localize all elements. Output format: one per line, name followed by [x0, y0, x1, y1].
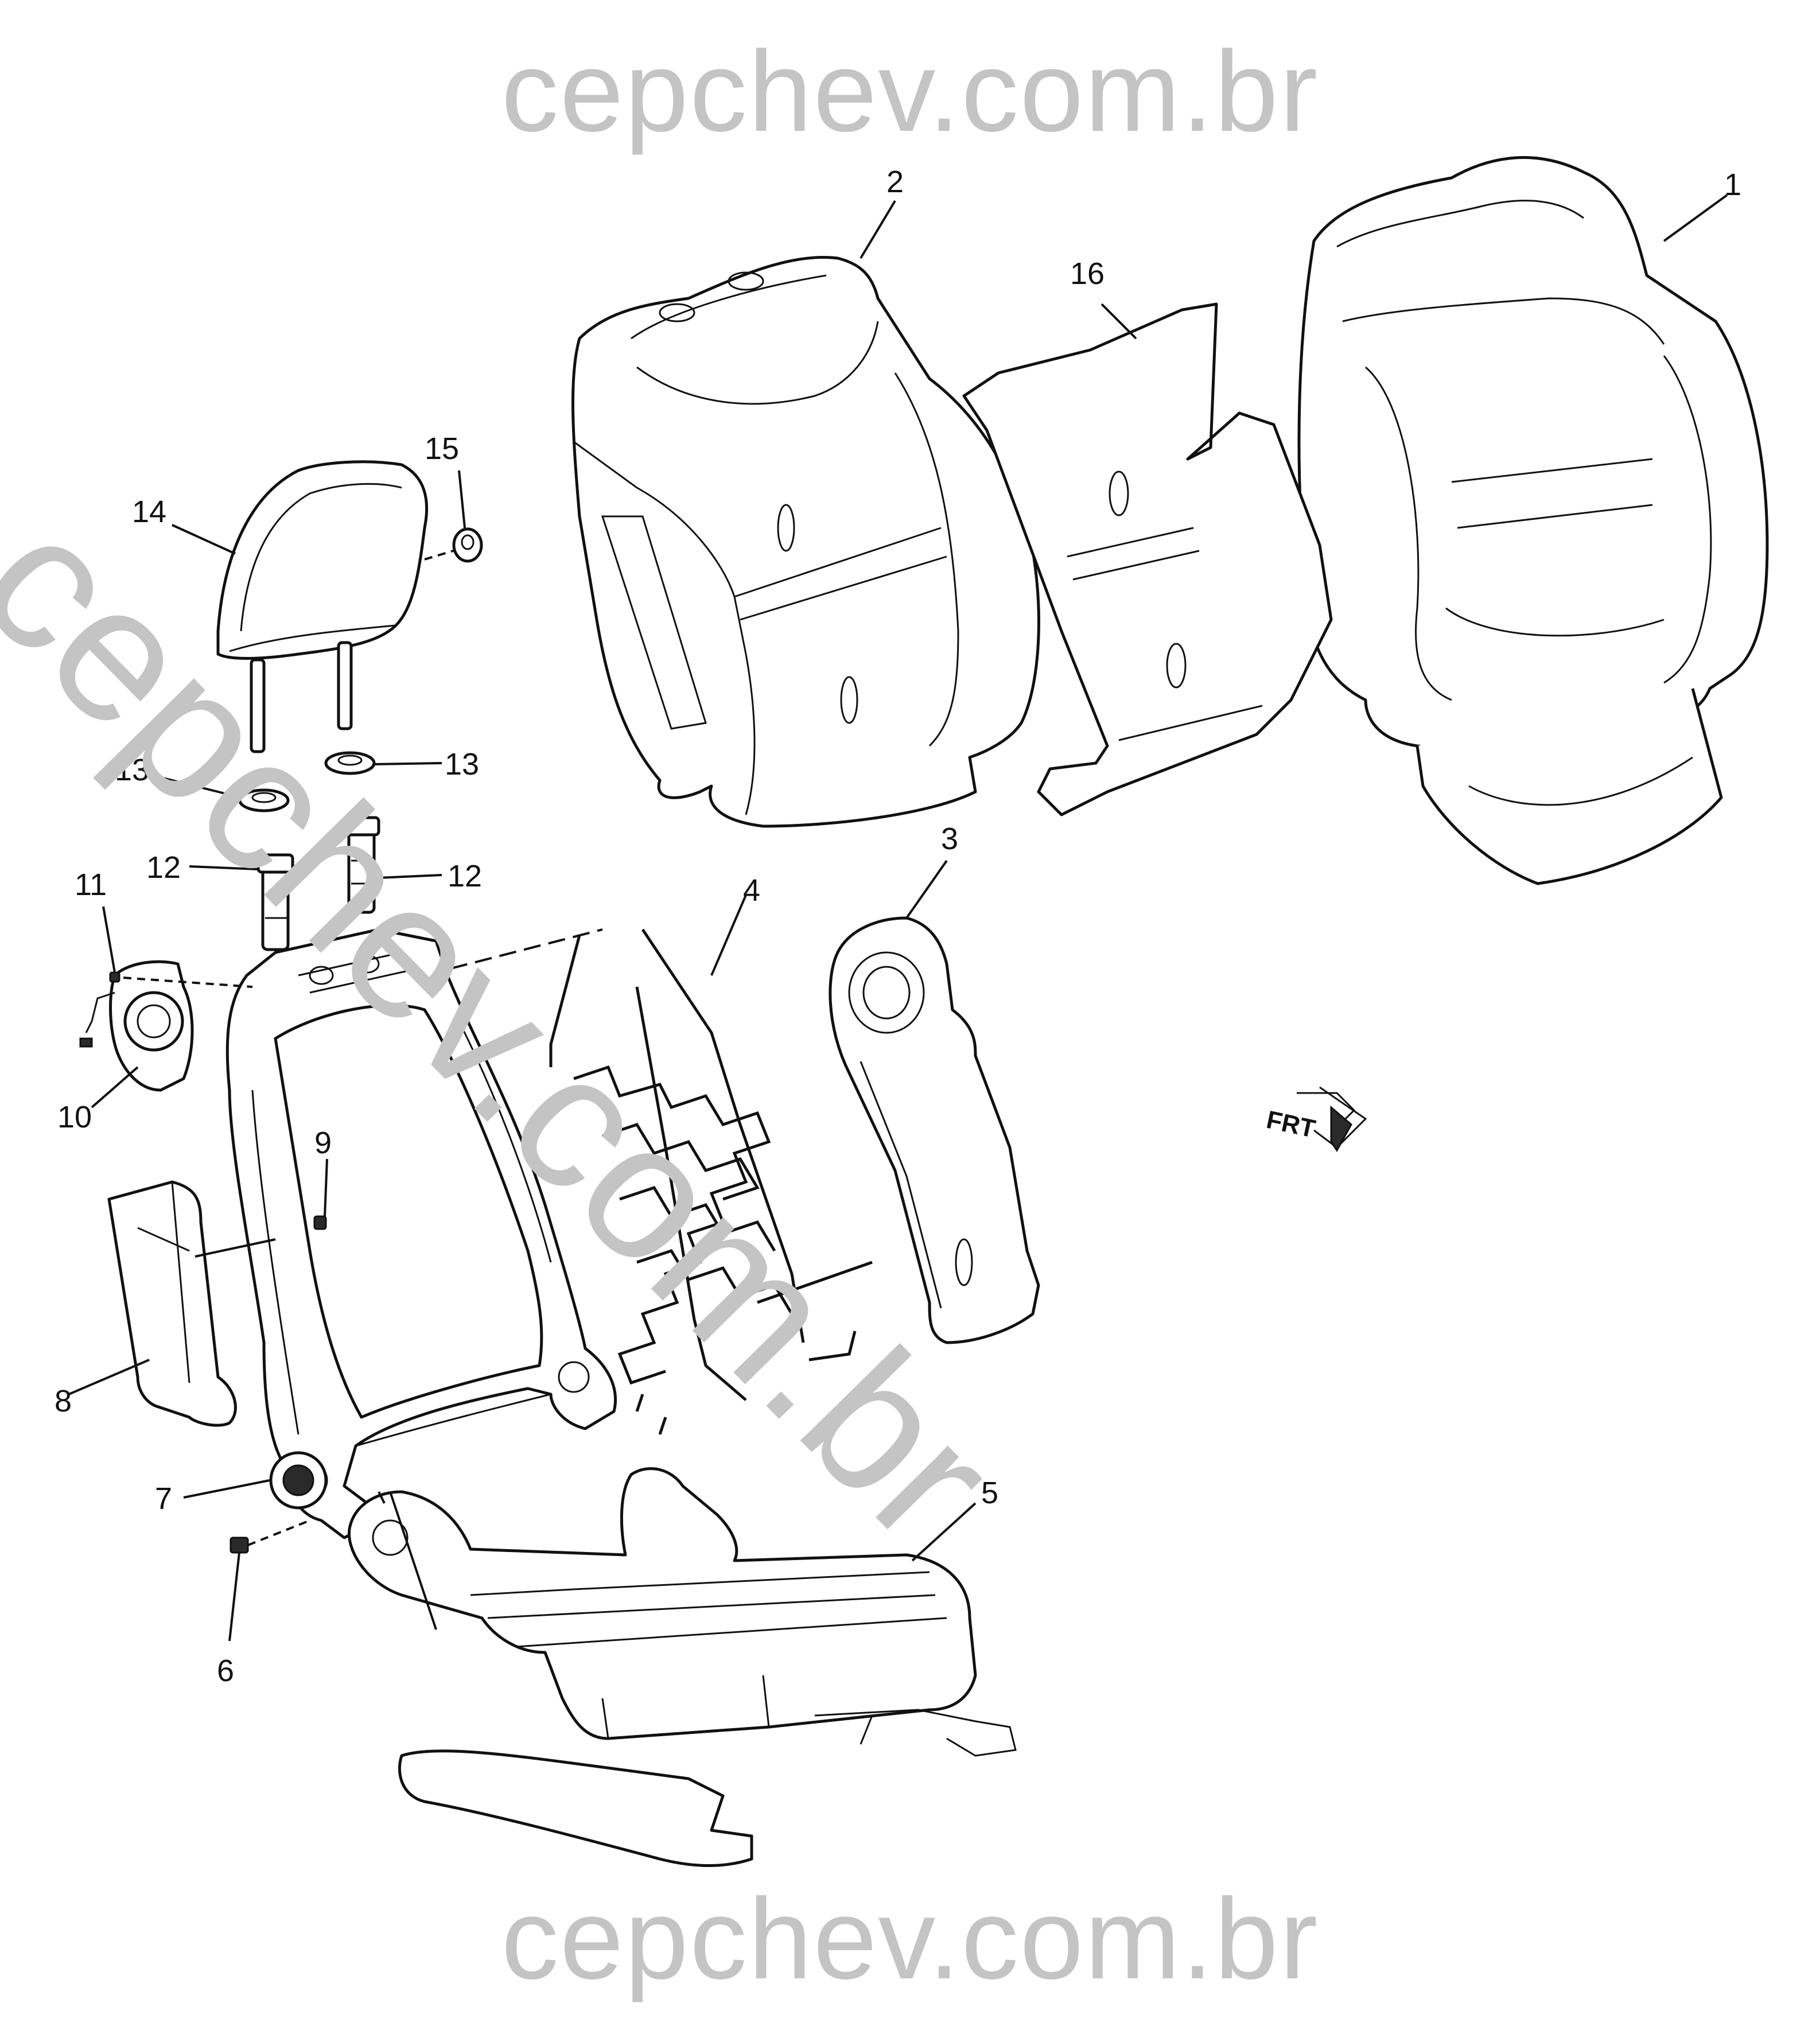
- headrest: [172, 460, 429, 753]
- callout-11: 11: [75, 868, 107, 902]
- callout-12-right: 12: [448, 859, 482, 893]
- callout-15: 15: [425, 431, 459, 466]
- seatback-heater-pad: [962, 302, 1333, 816]
- callout-14: 14: [132, 495, 166, 529]
- seatback-cover: [1297, 156, 1769, 885]
- watermark-top: cepchev.com.br: [501, 28, 1319, 155]
- headrest-guide-right: [343, 816, 442, 914]
- callout-12-left: 12: [146, 850, 181, 885]
- callout-labels: 1 2 3 4 5 6 7 8 9 10 11 12 12 13 13 14 1…: [55, 165, 1741, 1688]
- front-direction-indicator: FRT: [1264, 1086, 1367, 1152]
- callout-2: 2: [886, 165, 904, 199]
- headrest-grommet-right: [324, 751, 442, 775]
- seatback-panel: [829, 859, 1040, 1344]
- callout-16: 16: [1070, 256, 1105, 291]
- seatback-pad: [571, 200, 1040, 828]
- airbag-nut: [313, 1158, 328, 1230]
- actuator-ring: [79, 960, 194, 1109]
- headrest-grommet-left: [160, 776, 290, 812]
- seat-cushion-assembly: [348, 1467, 1017, 1867]
- side-airbag-module: [68, 1180, 276, 1427]
- callout-10: 10: [57, 1100, 92, 1134]
- recliner-mechanism: [183, 1451, 328, 1510]
- recliner-bolt: [228, 1519, 310, 1642]
- callout-1: 1: [1724, 168, 1741, 202]
- lumbar-suspension-mat: [401, 894, 873, 1435]
- headrest-release-button: [424, 470, 483, 563]
- actuator-screw: [102, 906, 253, 988]
- headrest-guide-left: [189, 853, 294, 951]
- callout-4: 4: [743, 873, 760, 908]
- callout-5: 5: [981, 1476, 998, 1510]
- watermark-bottom: cepchev.com.br: [501, 1875, 1319, 2003]
- callout-9: 9: [314, 1126, 332, 1160]
- callout-8: 8: [55, 1384, 72, 1418]
- callout-3: 3: [941, 822, 958, 856]
- frt-label: FRT: [1264, 1106, 1318, 1144]
- callout-13-left: 13: [115, 753, 149, 787]
- callout-13-right: 13: [445, 747, 479, 781]
- seatback-frame: [225, 928, 617, 1539]
- callout-7: 7: [155, 1481, 172, 1516]
- callout-6: 6: [217, 1654, 234, 1688]
